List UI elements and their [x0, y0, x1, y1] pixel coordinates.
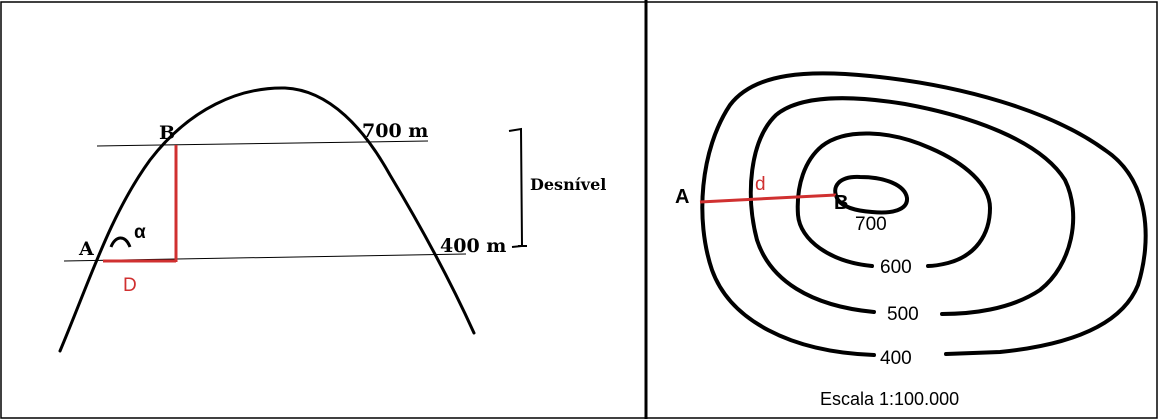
level-label-700: 700 m	[362, 120, 428, 142]
contour-400	[700, 71, 1148, 357]
mountain-profile	[58, 86, 476, 353]
height-bracket	[508, 127, 524, 248]
contour-label-600: 600	[880, 257, 912, 278]
map-label-b: B	[834, 192, 848, 214]
contour-map-panel: A B d 700 600 500 400 Escala 1:100.000	[675, 71, 1148, 409]
map-distance-label: d	[755, 174, 766, 195]
profile-label-b: B	[159, 122, 175, 144]
contour-label-700: 700	[855, 214, 887, 235]
height-difference-label: Desnível	[530, 175, 606, 194]
level-line-700	[96, 140, 429, 147]
map-distance-line	[699, 193, 837, 204]
map-scale: Escala 1:100.000	[820, 389, 959, 409]
contour-700	[833, 174, 909, 215]
contour-label-400: 400	[880, 348, 912, 369]
angle-arc	[109, 236, 132, 248]
contour-500	[748, 96, 1076, 316]
distance-label-d: D	[123, 275, 137, 296]
contour-label-500: 500	[887, 304, 919, 325]
profile-panel: A B α D 700 m 400 m Desnível	[58, 86, 606, 353]
profile-label-a: A	[78, 238, 94, 260]
angle-label: α	[134, 222, 146, 243]
map-label-a: A	[675, 186, 689, 208]
contour-600	[795, 131, 993, 268]
level-label-400: 400 m	[440, 235, 506, 257]
